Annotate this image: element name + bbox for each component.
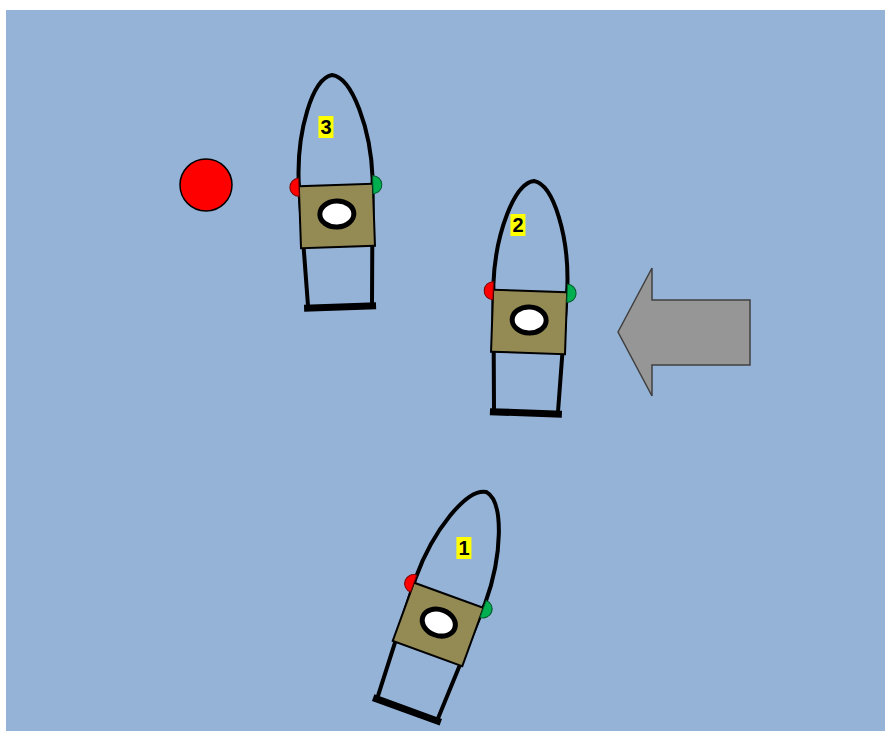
callout-number: 2 (510, 214, 525, 236)
red-buoy (180, 159, 232, 211)
boat-1 (364, 476, 530, 725)
boat-2 (480, 179, 580, 414)
boat-3 (286, 73, 386, 308)
callout-number: 1 (456, 537, 471, 559)
callout-number: 3 (318, 116, 333, 138)
water (6, 10, 885, 731)
wind-arrow (618, 268, 750, 396)
